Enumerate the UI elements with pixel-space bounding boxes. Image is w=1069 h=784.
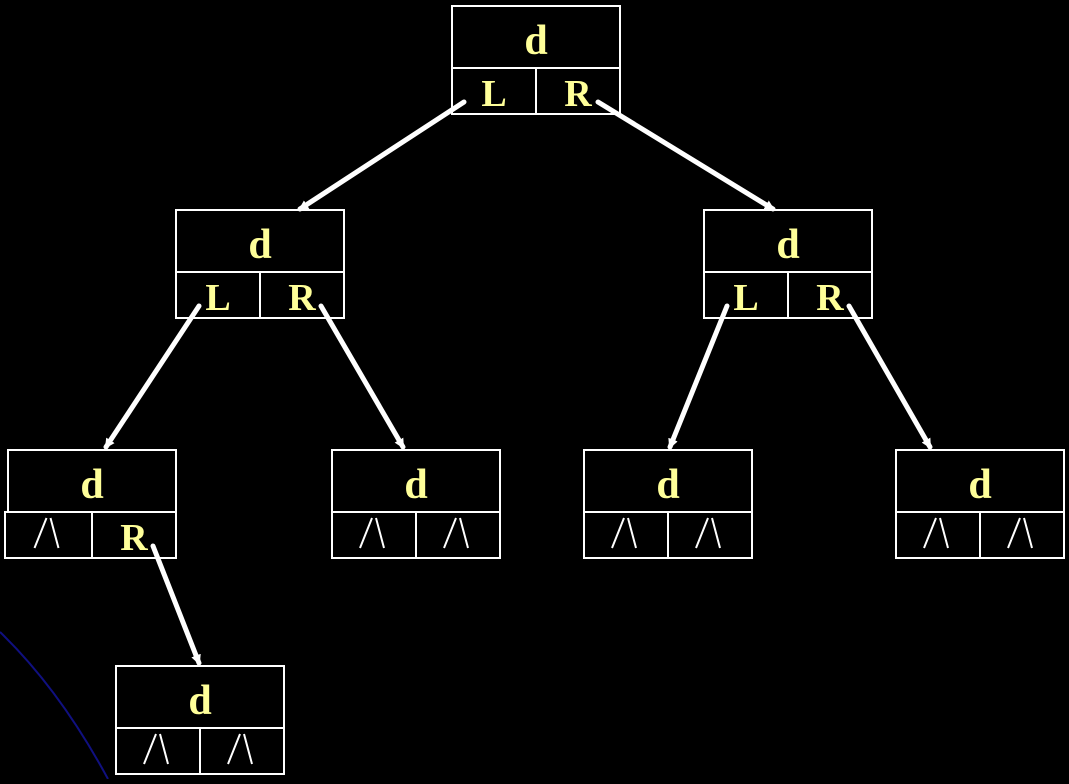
null-pointer-icon [695, 517, 721, 549]
node-right-pointer-cell [979, 511, 1065, 559]
tree-node: dR [4, 449, 177, 559]
node-left-pointer-label: L [733, 277, 758, 319]
null-pointer-icon [359, 517, 385, 549]
tree-node: d [895, 449, 1065, 559]
node-right-pointer-label: R [816, 277, 844, 319]
node-data-label: d [776, 222, 799, 268]
null-pointer-icon [1007, 517, 1033, 549]
node-right-pointer-cell [787, 271, 873, 319]
pointer-arrow [150, 543, 202, 666]
pointer-arrow [297, 99, 467, 212]
null-pointer-icon [923, 517, 949, 549]
node-right-pointer-cell [667, 511, 753, 559]
node-data-label: d [248, 222, 271, 268]
null-pointer-icon [143, 733, 169, 765]
tree-node: dL R [703, 209, 873, 319]
node-left-pointer-cell [895, 511, 981, 559]
node-right-pointer-label: R [120, 517, 148, 559]
node-right-pointer-cell [259, 271, 345, 319]
tree-node: dL R [175, 209, 345, 319]
node-left-pointer-cell [331, 511, 417, 559]
node-left-pointer-cell [583, 511, 669, 559]
null-pointer-icon [443, 517, 469, 549]
node-data-label: d [404, 462, 427, 508]
null-pointer-icon [33, 517, 60, 549]
pointer-arrow [103, 303, 202, 450]
decorative-arc [0, 631, 109, 780]
node-right-pointer-label: R [288, 277, 316, 319]
tree-node: d [583, 449, 753, 559]
node-data-label: d [188, 678, 211, 724]
node-data-label: d [524, 18, 547, 64]
node-left-pointer-cell [115, 727, 201, 775]
node-right-pointer-cell [199, 727, 285, 775]
node-left-pointer-cell [4, 511, 93, 559]
node-right-pointer-label: R [564, 73, 592, 115]
null-pointer-icon [227, 733, 253, 765]
pointer-arrow [318, 303, 406, 450]
node-right-pointer-cell [91, 511, 177, 559]
tree-node: dL R [451, 5, 621, 115]
node-left-pointer-label: L [205, 277, 230, 319]
pointer-arrow [846, 303, 933, 450]
node-data-label: d [656, 462, 679, 508]
edges-layer [103, 99, 933, 666]
tree-node: d [331, 449, 501, 559]
node-left-pointer-label: L [481, 73, 506, 115]
pointer-arrow [595, 99, 776, 212]
node-data-label: d [80, 462, 103, 508]
tree-node: d [115, 665, 285, 775]
node-right-pointer-cell [535, 67, 621, 115]
node-right-pointer-cell [415, 511, 501, 559]
node-data-label: d [968, 462, 991, 508]
null-pointer-icon [611, 517, 637, 549]
pointer-arrow [667, 303, 730, 450]
